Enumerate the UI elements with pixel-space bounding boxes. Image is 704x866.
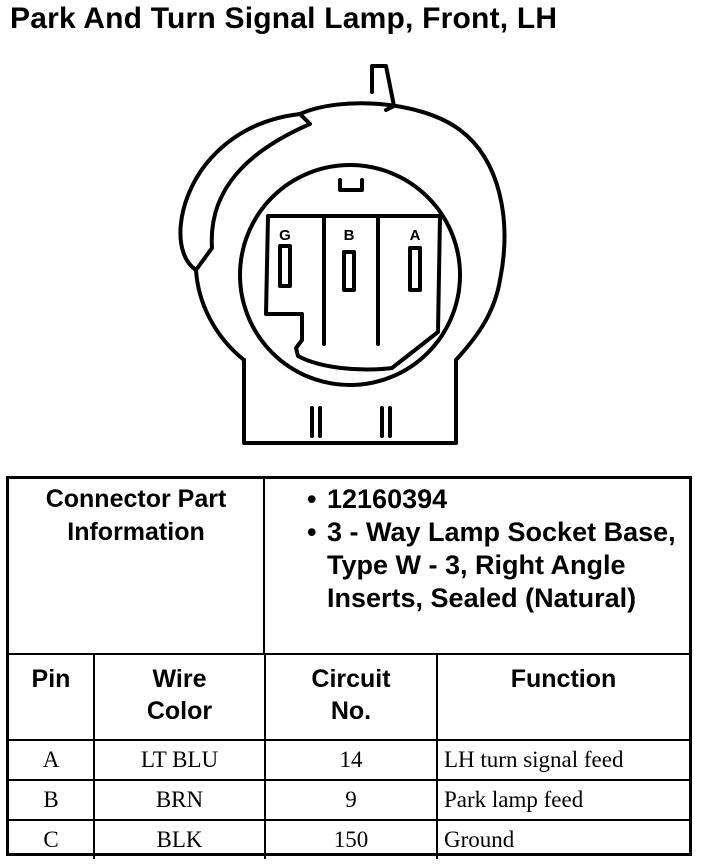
cell-pin: C	[9, 819, 95, 859]
part-number-item: • 12160394	[271, 483, 685, 516]
cell-circuit: 9	[264, 779, 438, 821]
header-circuit-no: Circuit No.	[264, 655, 438, 741]
socket-ring	[238, 163, 462, 387]
pin-label-b: B	[344, 227, 355, 244]
header-pin: Pin	[9, 655, 95, 741]
connector-housing-base	[242, 358, 458, 445]
pin-table: Pin Wire Color Circuit No. Function A LT…	[9, 655, 689, 859]
cell-function: LH turn signal feed	[436, 739, 689, 781]
connector-outer-body	[194, 101, 507, 362]
pin-slot-g	[278, 244, 292, 288]
pin-label-g: G	[279, 227, 291, 244]
pin-table-header: Pin Wire Color Circuit No. Function	[9, 655, 689, 741]
connector-table: Connector Part Information • 12160394 • …	[6, 476, 692, 859]
header-wire-color: Wire Color	[93, 655, 266, 741]
part-description: 3 - Way Lamp Socket Base, Type W - 3, Ri…	[327, 517, 676, 613]
cell-wire-color: BLK	[93, 819, 266, 859]
pin-label-a: A	[410, 227, 421, 244]
connector-info-list: • 12160394 • 3 - Way Lamp Socket Base, T…	[271, 483, 685, 615]
connector-diagram: G B A	[178, 64, 507, 445]
part-number: 12160394	[327, 484, 448, 514]
cell-pin: A	[9, 739, 95, 781]
pin-slot-a	[408, 246, 422, 292]
cell-function: Ground	[436, 819, 689, 859]
bullet-icon: •	[307, 517, 317, 547]
table-row: C BLK 150 Ground	[9, 819, 689, 859]
header-function: Function	[436, 655, 689, 741]
table-row: B BRN 9 Park lamp feed	[9, 779, 689, 821]
terminal-cavity	[264, 214, 442, 372]
connector-info-label: Connector Part Information	[9, 479, 265, 653]
connector-info-row: Connector Part Information • 12160394 • …	[9, 479, 689, 655]
table-row: A LT BLU 14 LH turn signal feed	[9, 739, 689, 781]
page-title: Park And Turn Signal Lamp, Front, LH	[10, 2, 558, 35]
cell-function: Park lamp feed	[436, 779, 689, 821]
part-description-item: • 3 - Way Lamp Socket Base, Type W - 3, …	[271, 516, 685, 615]
cell-wire-color: BRN	[93, 779, 266, 821]
bullet-icon: •	[307, 484, 317, 514]
cell-circuit: 150	[264, 819, 438, 859]
cell-wire-color: LT BLU	[93, 739, 266, 781]
connector-latch-arm	[178, 112, 312, 272]
cell-pin: B	[9, 779, 95, 821]
connector-top-tab	[370, 64, 396, 112]
socket-key-notch	[338, 178, 364, 192]
cell-circuit: 14	[264, 739, 438, 781]
pin-slot-b	[342, 250, 356, 292]
